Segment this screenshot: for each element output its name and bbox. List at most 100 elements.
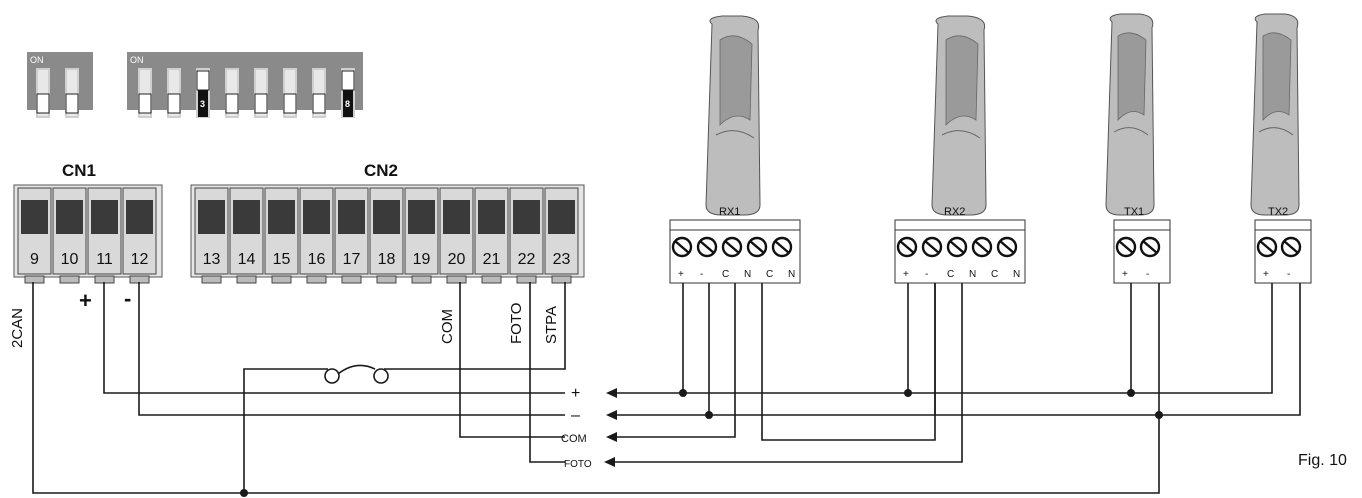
arrow-minus (606, 410, 617, 420)
terminal-23-label: STPA (543, 306, 560, 344)
dip-number-label: 6 (287, 99, 292, 109)
dip-switch-5[interactable] (254, 68, 268, 118)
wire-stpa (384, 282, 566, 370)
screw-terminal (946, 236, 968, 258)
bus-plus-label: + (571, 385, 580, 402)
terminal-16: 16 (299, 187, 334, 284)
terminal-13: 13 (194, 187, 229, 284)
bus-arrows (604, 388, 617, 467)
dip-switch-6[interactable] (283, 68, 297, 118)
terminal-number: 19 (413, 251, 431, 268)
dip-number-label: 2 (69, 99, 74, 109)
dip-number-label: 3 (200, 99, 205, 109)
terminal-number: 20 (448, 251, 466, 268)
terminal-15: 15 (264, 187, 299, 284)
wire-com-right (614, 283, 736, 438)
terminal-22: 22 (509, 187, 544, 284)
bus-com-label: COM (561, 433, 587, 445)
dip-switch-7[interactable] (312, 68, 326, 118)
wire-plus-left (103, 282, 565, 394)
nc-contact-switch (324, 364, 389, 384)
terminal-12-label: - (124, 286, 131, 311)
rx2-name: RX2 (944, 206, 965, 218)
dip-switch-2[interactable] (65, 68, 79, 118)
bus-foto-label: FOTO (564, 459, 592, 470)
terminal-number: 18 (378, 251, 396, 268)
wire-minus-left (138, 282, 565, 416)
dip-number-label: 4 (229, 99, 234, 109)
dip-switch-8[interactable] (341, 68, 355, 118)
screw-terminal (696, 236, 718, 258)
terminal-22-label: FOTO (508, 303, 525, 344)
screw-terminal (1256, 236, 1278, 258)
arrow-plus (606, 388, 617, 398)
wiring (32, 282, 1301, 494)
terminal-number: 16 (308, 251, 326, 268)
terminal-18: 18 (369, 187, 404, 284)
cn2-title: CN2 (364, 161, 398, 180)
wire-tx2-plus (1131, 283, 1273, 394)
pin-label: - (1146, 269, 1149, 280)
screw-terminal (921, 236, 943, 258)
dip-on-label: ON (130, 55, 144, 65)
dip-switch-4[interactable] (225, 68, 239, 118)
terminal-9-label: 2CAN (9, 308, 26, 348)
screw-terminal (971, 236, 993, 258)
pin-label: C (947, 269, 954, 280)
dip-switch-3[interactable] (196, 68, 210, 118)
screw-terminal (771, 236, 793, 258)
wire-foto-right (611, 283, 963, 463)
terminal-11: 11 (87, 187, 122, 284)
pin-label: N (969, 269, 976, 280)
tx2-photocell (1250, 13, 1300, 216)
dip-switch-1[interactable] (36, 68, 50, 118)
wire-rx1-n-rx2-c (761, 283, 936, 441)
wire-contact-to-2can (243, 368, 328, 493)
terminal-number: 14 (238, 251, 256, 268)
dip-switch-2[interactable] (167, 68, 181, 118)
screw-terminal (721, 236, 743, 258)
screw-terminal (746, 236, 768, 258)
terminal-number: 13 (203, 251, 221, 268)
dip-switch-1[interactable] (138, 68, 152, 118)
terminal-number: 11 (96, 251, 113, 268)
pin-label: + (678, 269, 684, 280)
screw-terminal (1115, 236, 1137, 258)
cn1-title: CN1 (62, 161, 96, 180)
terminal-12: 12 (122, 187, 157, 284)
wire-tx2-minus (1159, 283, 1301, 416)
pin-label: N (788, 269, 795, 280)
dip-number-label: 8 (345, 99, 350, 109)
terminal-9: 9 (17, 187, 52, 284)
dip-number-label: 7 (316, 99, 321, 109)
wire-2can-bottom (32, 282, 1160, 494)
pin-label: C (722, 269, 729, 280)
screw-terminal (996, 236, 1018, 258)
terminal-11-label: + (79, 288, 92, 313)
dip-number-label: 2 (171, 99, 176, 109)
wire-foto-left (529, 282, 565, 463)
terminal-14: 14 (229, 187, 264, 284)
rx1-photocell (705, 15, 761, 216)
terminal-21: 21 (474, 187, 509, 284)
tx2-name: TX2 (1268, 206, 1288, 218)
terminal-number: 21 (483, 251, 501, 268)
arrow-com (606, 432, 617, 442)
pin-label: N (744, 269, 751, 280)
arrow-foto (604, 457, 615, 467)
pin-label: + (903, 269, 909, 280)
pin-label: - (925, 269, 928, 280)
screw-terminal (1280, 236, 1302, 258)
rx2-photocell (931, 15, 987, 216)
terminal-17: 17 (334, 187, 369, 284)
terminal-number: 17 (343, 251, 361, 268)
screw-terminal (671, 236, 693, 258)
pin-label: - (700, 269, 703, 280)
terminal-23: 23 (544, 187, 579, 284)
pin-label: + (1263, 269, 1269, 280)
